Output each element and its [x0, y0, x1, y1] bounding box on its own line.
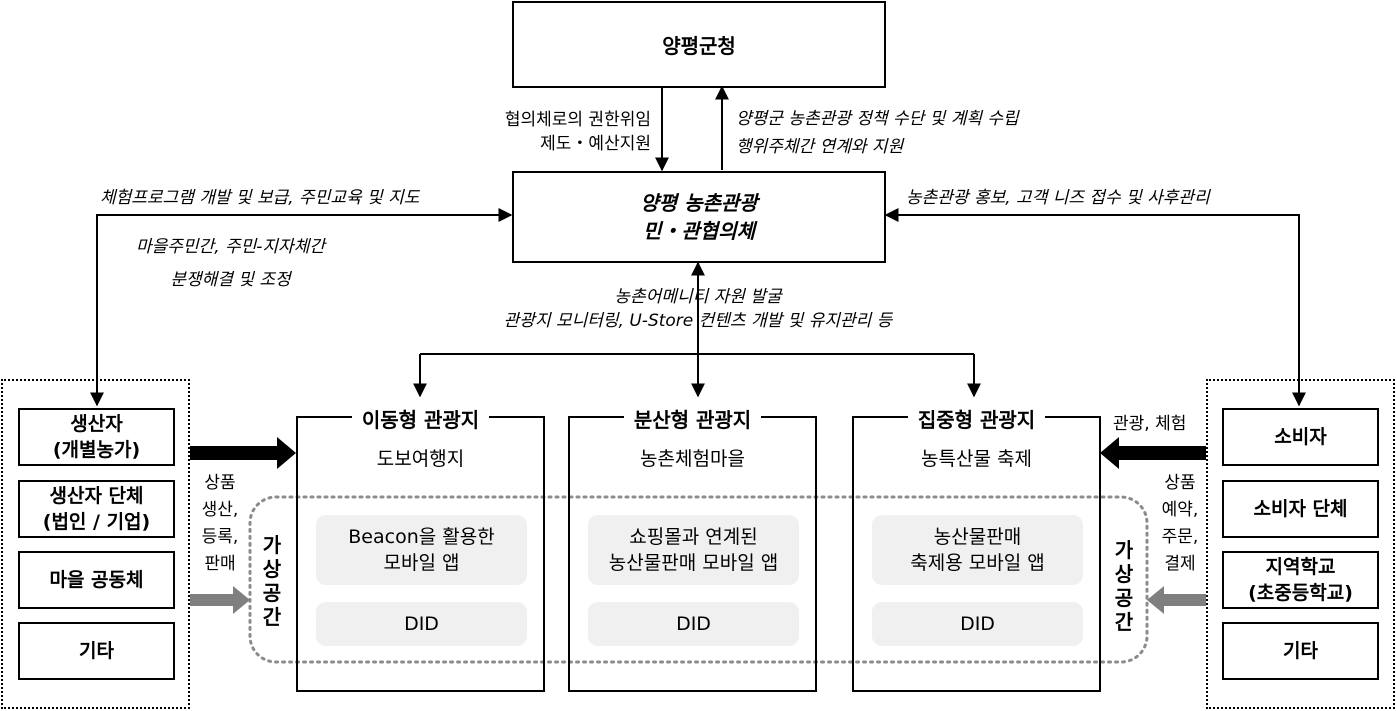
producer-1-line2: (법인 / 기업) [42, 511, 151, 533]
virtual-right-char-3: 간 [1114, 610, 1134, 634]
down-label-line2: 제도・예산지원 [540, 134, 651, 154]
center-arrow-label: 농촌어메니티 자원 발굴 관광지 모니터링, U-Store 컨텐츠 개발 및 … [448, 285, 948, 333]
destination-distributed: 분산형 관광지 농촌체험마을 쇼핑몰과 연계된 농산물판매 모바일 앱 DID [568, 408, 817, 692]
consumer-black-arrow [1100, 437, 1206, 469]
virtual-left-char-1: 상 [262, 557, 282, 581]
producer-village-box: 마을 공동체 [18, 551, 175, 609]
destination-distributed-title: 분산형 관광지 [623, 408, 762, 432]
destination-mobile-app-line2: 모바일 앱 [383, 552, 460, 574]
destination-mobile-app: Beacon을 활용한 모바일 앱 [316, 515, 527, 585]
consumer-arrow-label-0: 상품 [1164, 473, 1196, 493]
consumer-box: 소비자 [1222, 408, 1379, 466]
down-arrow-label: 협의체로의 권한위임 제도・예산지원 [505, 108, 651, 156]
consumer-other-box: 기타 [1222, 622, 1379, 680]
virtual-space-label-right: 가 상 공 간 [1111, 538, 1137, 634]
up-label-line1: 양평군 농촌관광 정책 수단 및 계획 수립 [736, 109, 1019, 129]
destination-distributed-did-text: DID [676, 613, 711, 635]
destination-distributed-app-line2: 농산물판매 모바일 앱 [608, 552, 779, 574]
destination-mobile: 이동형 관광지 도보여행지 Beacon을 활용한 모바일 앱 DID [296, 408, 545, 692]
producer-black-arrow [190, 437, 296, 469]
producer-org-box: 생산자 단체 (법인 / 기업) [18, 480, 175, 538]
destination-mobile-did: DID [316, 602, 527, 646]
consumer-org-box: 소비자 단체 [1222, 480, 1379, 538]
destination-mobile-did-text: DID [404, 613, 439, 635]
center-label-line2: 관광지 모니터링, U-Store 컨텐츠 개발 및 유지관리 등 [503, 311, 893, 331]
virtual-left-char-2: 공 [262, 581, 282, 605]
up-arrow-label: 양평군 농촌관광 정책 수단 및 계획 수립 행위주체간 연계와 지원 [736, 105, 1019, 161]
virtual-left-char-3: 간 [262, 605, 282, 629]
left-arrow-label-bottom: 마을주민간, 주민-지자체간 분쟁해결 및 조정 [136, 231, 325, 297]
council-title-line1: 양평 농촌관광 [640, 191, 758, 215]
destination-distributed-app: 쇼핑몰과 연계된 농산물판매 모바일 앱 [588, 515, 799, 585]
consumer-1-line1: 소비자 단체 [1253, 498, 1348, 520]
destination-concentrated-title-wrap: 집중형 관광지 [854, 404, 1099, 433]
right-label-line1: 농촌관광 홍보, 고객 니즈 접수 및 사후관리 [906, 188, 1210, 208]
destination-concentrated-did: DID [872, 602, 1083, 646]
producer-arrow-label-0: 상품 [204, 473, 236, 493]
council-box: 양평 농촌관광 민・관협의체 [512, 171, 886, 263]
arrow-council-producers [90, 208, 513, 407]
left-label-line2: 마을주민간, 주민-지자체간 [136, 237, 325, 257]
producer-arrow-label: 상품 생산, 등록, 판매 [196, 470, 244, 578]
virtual-space-label-left: 가 상 공 간 [259, 533, 285, 629]
gov-box: 양평군청 [512, 1, 886, 88]
virtual-right-char-0: 가 [1114, 538, 1134, 562]
consumer-top-label-text: 관광, 체험 [1113, 414, 1187, 434]
consumer-arrow-label-2: 주문, [1161, 527, 1199, 547]
consumer-arrow-label-1: 예약, [1161, 500, 1199, 520]
destination-mobile-title: 이동형 관광지 [351, 408, 490, 432]
consumer-school-box: 지역학교 (초중등학교) [1222, 551, 1379, 609]
destination-distributed-app-line1: 쇼핑몰과 연계된 [629, 526, 758, 548]
consumer-2-line1: 지역학교 [1265, 556, 1336, 578]
destination-distributed-title-wrap: 분산형 관광지 [570, 404, 815, 433]
center-label-line1: 농촌어메니티 자원 발굴 [614, 287, 782, 307]
destination-concentrated: 집중형 관광지 농특산물 축제 농산물판매 축제용 모바일 앱 DID [852, 408, 1101, 692]
right-arrow-label: 농촌관광 홍보, 고객 니즈 접수 및 사후관리 [906, 186, 1210, 210]
consumer-0-line1: 소비자 [1274, 426, 1327, 448]
consumer-2-line2: (초중등학교) [1248, 582, 1353, 604]
destination-concentrated-title: 집중형 관광지 [907, 408, 1046, 432]
producer-0-line1: 생산자 [70, 413, 123, 435]
producer-arrow-label-2: 등록, [201, 527, 239, 547]
producer-1-line1: 생산자 단체 [49, 485, 144, 507]
producer-arrow-label-3: 판매 [204, 554, 236, 574]
left-label-line3: 분쟁해결 및 조정 [170, 270, 291, 290]
producer-0-line2: (개별농가) [52, 439, 141, 461]
producer-other-box: 기타 [18, 622, 175, 680]
council-title-line2: 민・관협의체 [643, 219, 755, 243]
virtual-left-char-0: 가 [262, 533, 282, 557]
consumer-group [1206, 379, 1395, 709]
producer-individual-box: 생산자 (개별농가) [18, 408, 175, 466]
destination-mobile-app-line1: Beacon을 활용한 [348, 526, 495, 548]
destination-concentrated-app: 농산물판매 축제용 모바일 앱 [872, 515, 1083, 585]
consumer-arrow-label: 상품 예약, 주문, 결제 [1156, 470, 1204, 578]
left-arrow-label-top: 체험프로그램 개발 및 보급, 주민교육 및 지도 [100, 186, 419, 210]
destination-concentrated-app-line1: 농산물판매 [933, 526, 1022, 548]
destination-distributed-place: 농촌체험마을 [640, 448, 745, 470]
gov-title: 양평군청 [662, 34, 736, 58]
producer-group [1, 379, 190, 709]
consumer-3-line1: 기타 [1283, 640, 1318, 662]
virtual-right-char-1: 상 [1114, 562, 1134, 586]
destination-concentrated-did-text: DID [960, 613, 995, 635]
virtual-space-outline [248, 495, 1149, 664]
consumer-top-label: 관광, 체험 [1113, 412, 1186, 436]
up-label-line2: 행위주체간 연계와 지원 [736, 137, 904, 157]
destination-concentrated-place: 농특산물 축제 [921, 448, 1032, 470]
destination-mobile-title-wrap: 이동형 관광지 [298, 404, 543, 433]
producer-3-line1: 기타 [79, 640, 114, 662]
consumer-arrow-label-3: 결제 [1164, 554, 1196, 574]
producer-gray-arrow [190, 586, 250, 614]
consumer-gray-arrow [1147, 586, 1206, 614]
destination-concentrated-app-line2: 축제용 모바일 앱 [910, 552, 1045, 574]
left-label-line1: 체험프로그램 개발 및 보급, 주민교육 및 지도 [100, 188, 420, 208]
producer-2-line1: 마을 공동체 [49, 569, 144, 591]
destination-mobile-place: 도보여행지 [376, 448, 465, 470]
down-label-line1: 협의체로의 권한위임 [504, 110, 651, 130]
destination-distributed-did: DID [588, 602, 799, 646]
producer-arrow-label-1: 생산, [201, 500, 239, 520]
virtual-right-char-2: 공 [1114, 586, 1134, 610]
arrow-council-consumers [884, 208, 1306, 407]
